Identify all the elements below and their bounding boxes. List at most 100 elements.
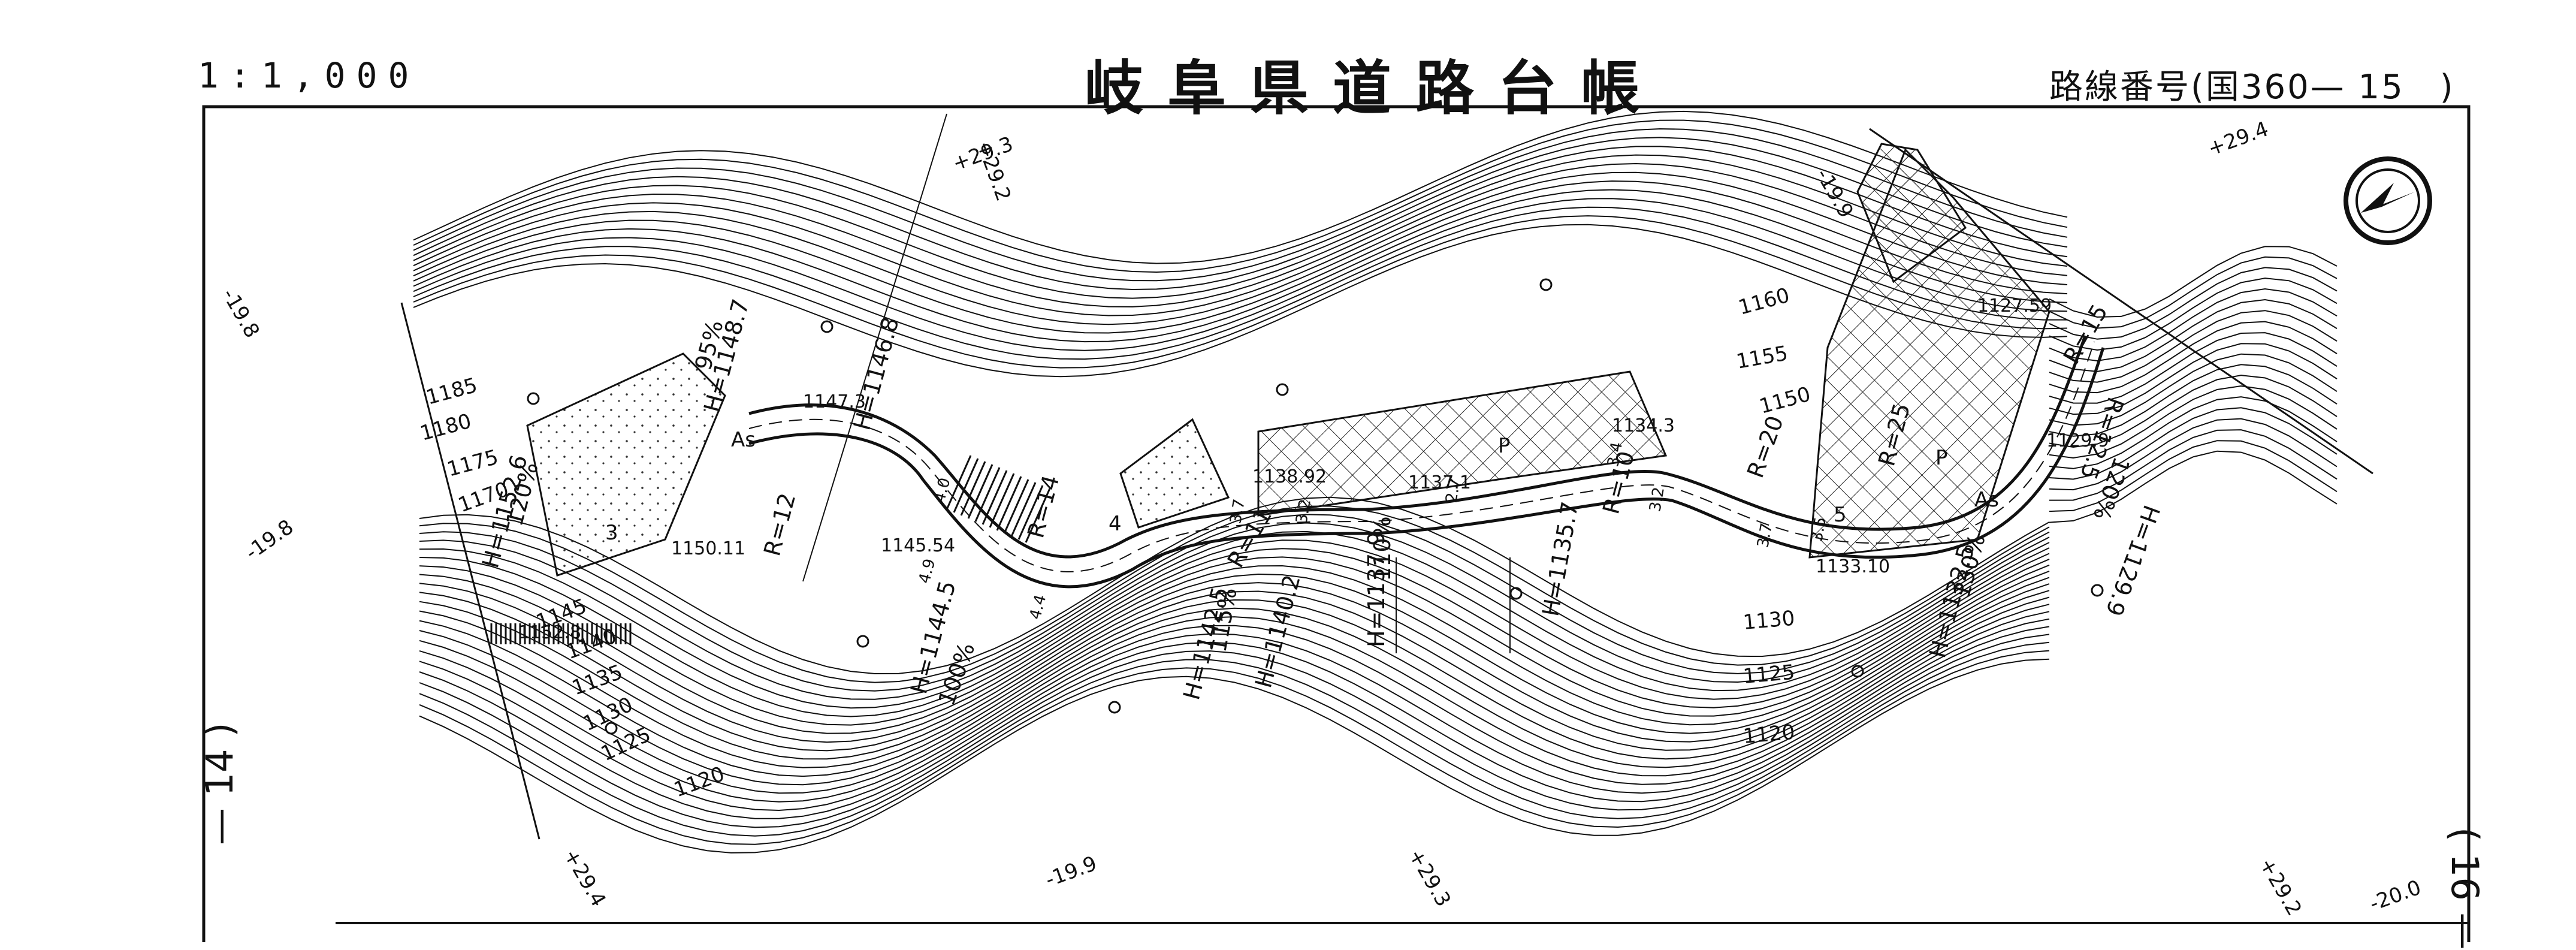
contour-line — [413, 146, 2068, 299]
contour-line — [2049, 310, 2338, 383]
contour-label: 1135 — [569, 660, 626, 700]
contour-lines — [413, 110, 2338, 854]
contour-line — [2049, 246, 2338, 318]
map-title: 岐阜県道路台帳 — [1085, 55, 1664, 123]
contour-line — [413, 137, 2068, 291]
width-label: 3.4 — [1604, 441, 1626, 468]
slope-label: H=1140.2 — [1250, 572, 1306, 690]
width-label: 3.7 — [1754, 521, 1776, 549]
contour-line — [419, 556, 2050, 734]
slope-tick — [1010, 482, 1037, 537]
area-label: 4 — [1109, 512, 1122, 536]
area-label: P — [1498, 434, 1511, 458]
elevation-label: 1150.11 — [671, 538, 745, 559]
contour-line — [2049, 450, 2338, 523]
road-outer-edge — [748, 335, 2087, 559]
radius-label: R=20 — [1742, 412, 1789, 481]
contour-line — [2049, 256, 2338, 329]
contour-line — [2049, 343, 2338, 415]
contour-line — [2049, 429, 2338, 501]
slope-tick — [989, 473, 1015, 528]
slope-tick — [996, 476, 1022, 531]
slope-tick — [974, 467, 1001, 522]
area-label: P — [1935, 446, 1948, 470]
contour-line — [413, 119, 2068, 273]
width-label: 4.4 — [1026, 593, 1050, 622]
radius-label: R=15 — [2058, 300, 2113, 368]
boundary-line — [400, 302, 540, 840]
width-label: 2.7 — [1442, 476, 1464, 504]
elevation-label: 1152.8 — [518, 622, 581, 643]
radius-label: R=12 — [759, 490, 801, 559]
contour-line — [419, 596, 2050, 786]
contour-line — [2049, 278, 2338, 351]
elevation-label: 1133.10 — [1816, 556, 1890, 577]
slope-tick — [1025, 488, 1051, 543]
slope-label: H=1146.8 — [848, 314, 904, 433]
contour-line — [413, 128, 2068, 282]
contour-label: 1130 — [1742, 607, 1796, 635]
stippled-area-center — [1119, 418, 1230, 529]
contour-line — [419, 604, 2050, 794]
contour-line — [419, 583, 2050, 768]
contour-label: 1175 — [445, 445, 501, 482]
north-arrow-icon — [2344, 156, 2432, 245]
elevation-label: 1134.3 — [1612, 415, 1675, 436]
contour-label: 1185 — [424, 373, 480, 410]
area-label: As — [1974, 488, 1999, 512]
coordinate-label: -20.0 — [2366, 876, 2424, 916]
contour-line — [419, 539, 2050, 717]
contour-line — [2049, 407, 2338, 480]
slope-tick — [1003, 479, 1029, 534]
contour-line — [2049, 440, 2338, 512]
area-label: 3 — [605, 521, 618, 545]
section-line — [802, 113, 947, 582]
slope-ticks — [490, 455, 1051, 644]
coordinate-label: -19.9 — [1042, 852, 1100, 892]
contour-line — [413, 198, 2068, 351]
map-frame — [202, 105, 2471, 942]
width-label: 3.7 — [1227, 497, 1249, 525]
elevation-label: 1127.59 — [1977, 295, 2052, 316]
slope-tick — [953, 458, 979, 513]
contour-line — [419, 548, 2050, 726]
slope-label: 110% — [1369, 516, 1396, 581]
contour-line — [419, 522, 2050, 700]
contour-line — [419, 590, 2050, 777]
contour-label: 1155 — [1735, 341, 1790, 373]
elevation-label: 1137.1 — [1408, 472, 1471, 493]
contour-line — [419, 658, 2050, 854]
stippled-area-left — [526, 352, 726, 577]
contour-line — [413, 162, 2068, 316]
coordinate-label: -19.8 — [241, 515, 298, 565]
coordinate-label: +29.4 — [558, 845, 611, 911]
contour-line — [2049, 385, 2338, 459]
contour-line — [419, 564, 2050, 743]
boundary-line — [1869, 128, 2373, 475]
contour-line — [419, 577, 2050, 760]
contour-line — [2049, 353, 2338, 426]
contour-line — [419, 530, 2050, 709]
hatched-area-top — [1856, 143, 1967, 284]
contour-line — [413, 215, 2068, 369]
contour-line — [2049, 267, 2338, 340]
width-label: 3.5 — [1808, 515, 1830, 543]
contour-line — [2049, 364, 2338, 437]
contour-line — [419, 496, 2050, 675]
contour-line — [419, 634, 2050, 828]
elevation-label: 1145.54 — [881, 535, 955, 556]
slope-tick — [960, 461, 986, 516]
coordinate-label: -19.8 — [217, 285, 264, 342]
contour-line — [413, 110, 2068, 264]
contour-line — [413, 180, 2068, 334]
contour-line — [419, 505, 2050, 683]
contour-line — [2049, 288, 2338, 362]
coordinate-label: +29.2 — [2254, 854, 2306, 920]
radius-label: R=14 — [1022, 472, 1064, 541]
contour-label: 1180 — [418, 409, 474, 446]
contour-line — [2049, 298, 2338, 372]
contour-line — [2049, 375, 2338, 448]
contour-line — [419, 611, 2050, 803]
contour-label: 1120 — [1742, 720, 1796, 749]
contour-line — [419, 641, 2050, 837]
